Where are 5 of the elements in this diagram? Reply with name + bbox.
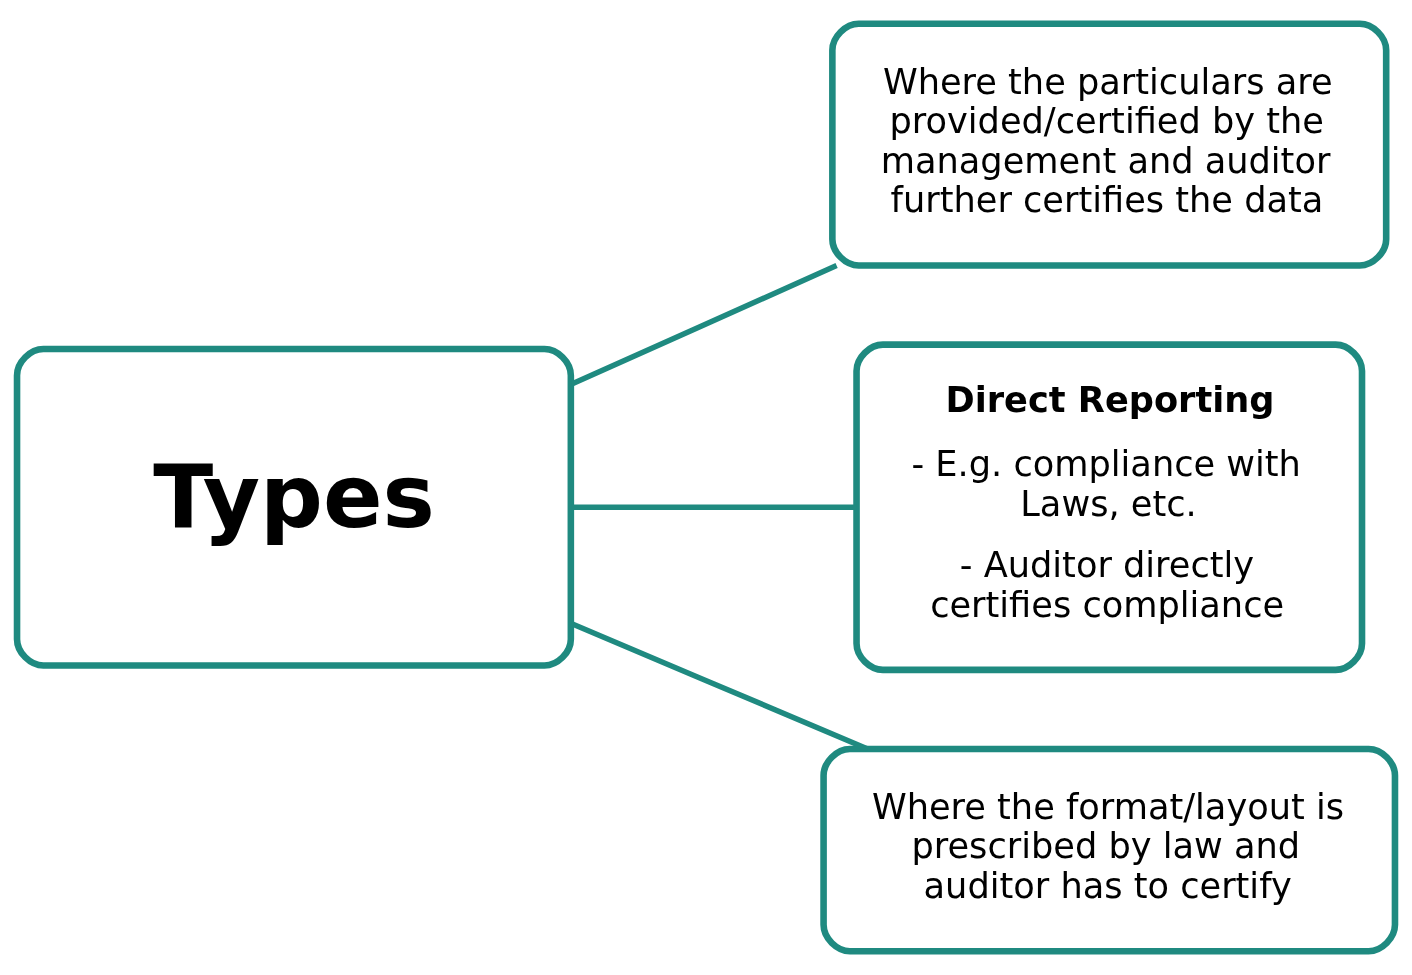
node-box: Types [13, 345, 575, 669]
connector [571, 504, 857, 511]
node-box: Where the particulars are provided/certified by the management and auditor further certifies the data [829, 20, 1390, 269]
node-box: Where the format/layout is prescribed by law and auditor has to certify [820, 745, 1399, 955]
node-box: Direct Reporting - E.g. compliance with Laws, etc. - Auditor directly certifies compliance [853, 341, 1366, 674]
